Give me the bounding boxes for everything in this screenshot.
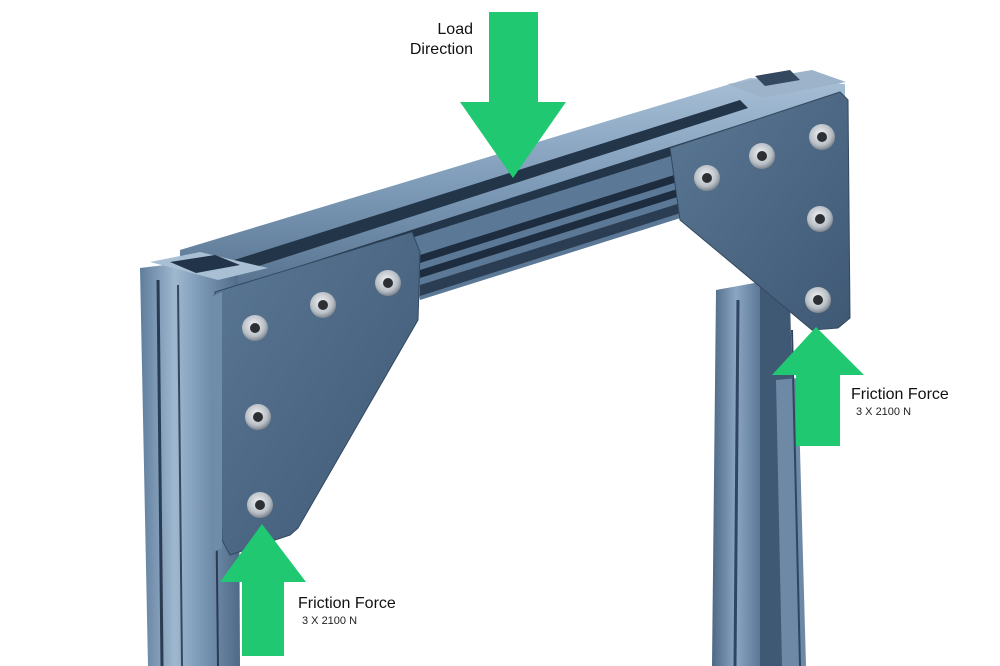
friction-force-right-value: 3 X 2100 N [856,406,912,418]
right-plate-bolts [694,124,835,313]
socket-head-bolt-icon [805,287,831,313]
right-gusset-plate [669,91,851,331]
friction-force-right-title: Friction Force [851,386,949,403]
load-arrow-down-icon [460,12,566,178]
load-label-line2: Direction [409,41,473,58]
socket-head-bolt-icon [809,124,835,150]
socket-head-bolt-icon [245,404,271,430]
load-label-line1: Load [437,21,473,38]
socket-head-bolt-icon [242,315,268,341]
friction-arrow-up-right-icon [772,327,864,446]
friction-force-left-title: Friction Force [298,595,396,612]
beam-end-profile [728,70,846,98]
left-plate-bolts [242,270,401,518]
socket-head-bolt-icon [310,292,336,318]
friction-force-left-value: 3 X 2100 N [302,615,358,627]
left-gusset-plate [212,231,421,556]
socket-head-bolt-icon [375,270,401,296]
load-direction-label: Load Direction [405,20,473,60]
socket-head-bolt-icon [749,143,775,169]
friction-arrow-up-left-icon [220,524,306,656]
socket-head-bolt-icon [807,206,833,232]
right-post [712,282,806,666]
socket-head-bolt-icon [247,492,273,518]
socket-head-bolt-icon [694,165,720,191]
